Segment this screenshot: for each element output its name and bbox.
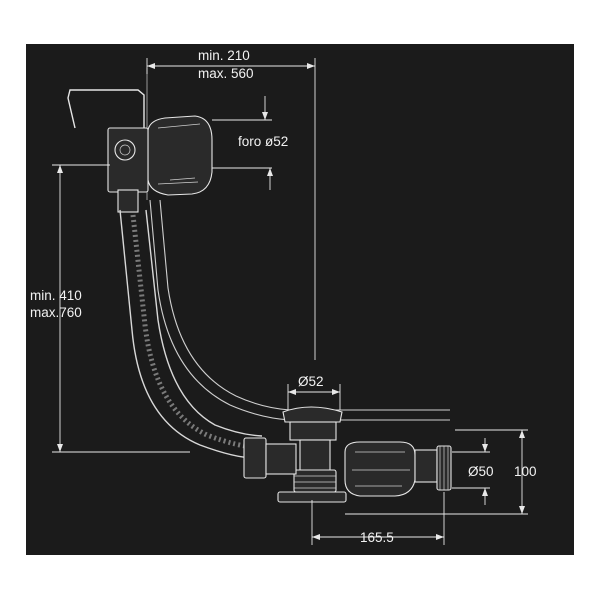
- trap-body: [344, 441, 416, 497]
- pipe-diameter-dimension: [452, 438, 490, 505]
- label-height: 100: [514, 464, 537, 479]
- overflow-valve-nut: [114, 139, 136, 161]
- tub-rim: [67, 89, 145, 140]
- height-dimension: [345, 429, 528, 515]
- hole-dimension: [212, 96, 273, 190]
- tub-bottom: [149, 199, 450, 421]
- label-left-min: min. 410: [30, 288, 82, 303]
- left-dimension: [52, 164, 190, 453]
- drain-plug: [282, 406, 343, 423]
- offset-dimension: [311, 492, 445, 545]
- label-left-max: max.760: [30, 305, 82, 320]
- drain-diameter-dimension: [287, 384, 341, 410]
- top-dimension: [146, 58, 316, 360]
- overflow-body: [147, 115, 213, 196]
- flexible-hose-outer: [119, 209, 256, 459]
- label-pipe-diameter: Ø50: [468, 464, 494, 479]
- label-hole: foro ø52: [238, 134, 288, 149]
- label-top-max: max. 560: [198, 66, 254, 81]
- label-drain-diameter: Ø52: [298, 374, 324, 389]
- hose-connector: [243, 437, 267, 479]
- label-top-min: min. 210: [198, 48, 250, 63]
- flexible-hose-inner: [145, 209, 263, 437]
- label-offset: 165.5: [360, 530, 394, 545]
